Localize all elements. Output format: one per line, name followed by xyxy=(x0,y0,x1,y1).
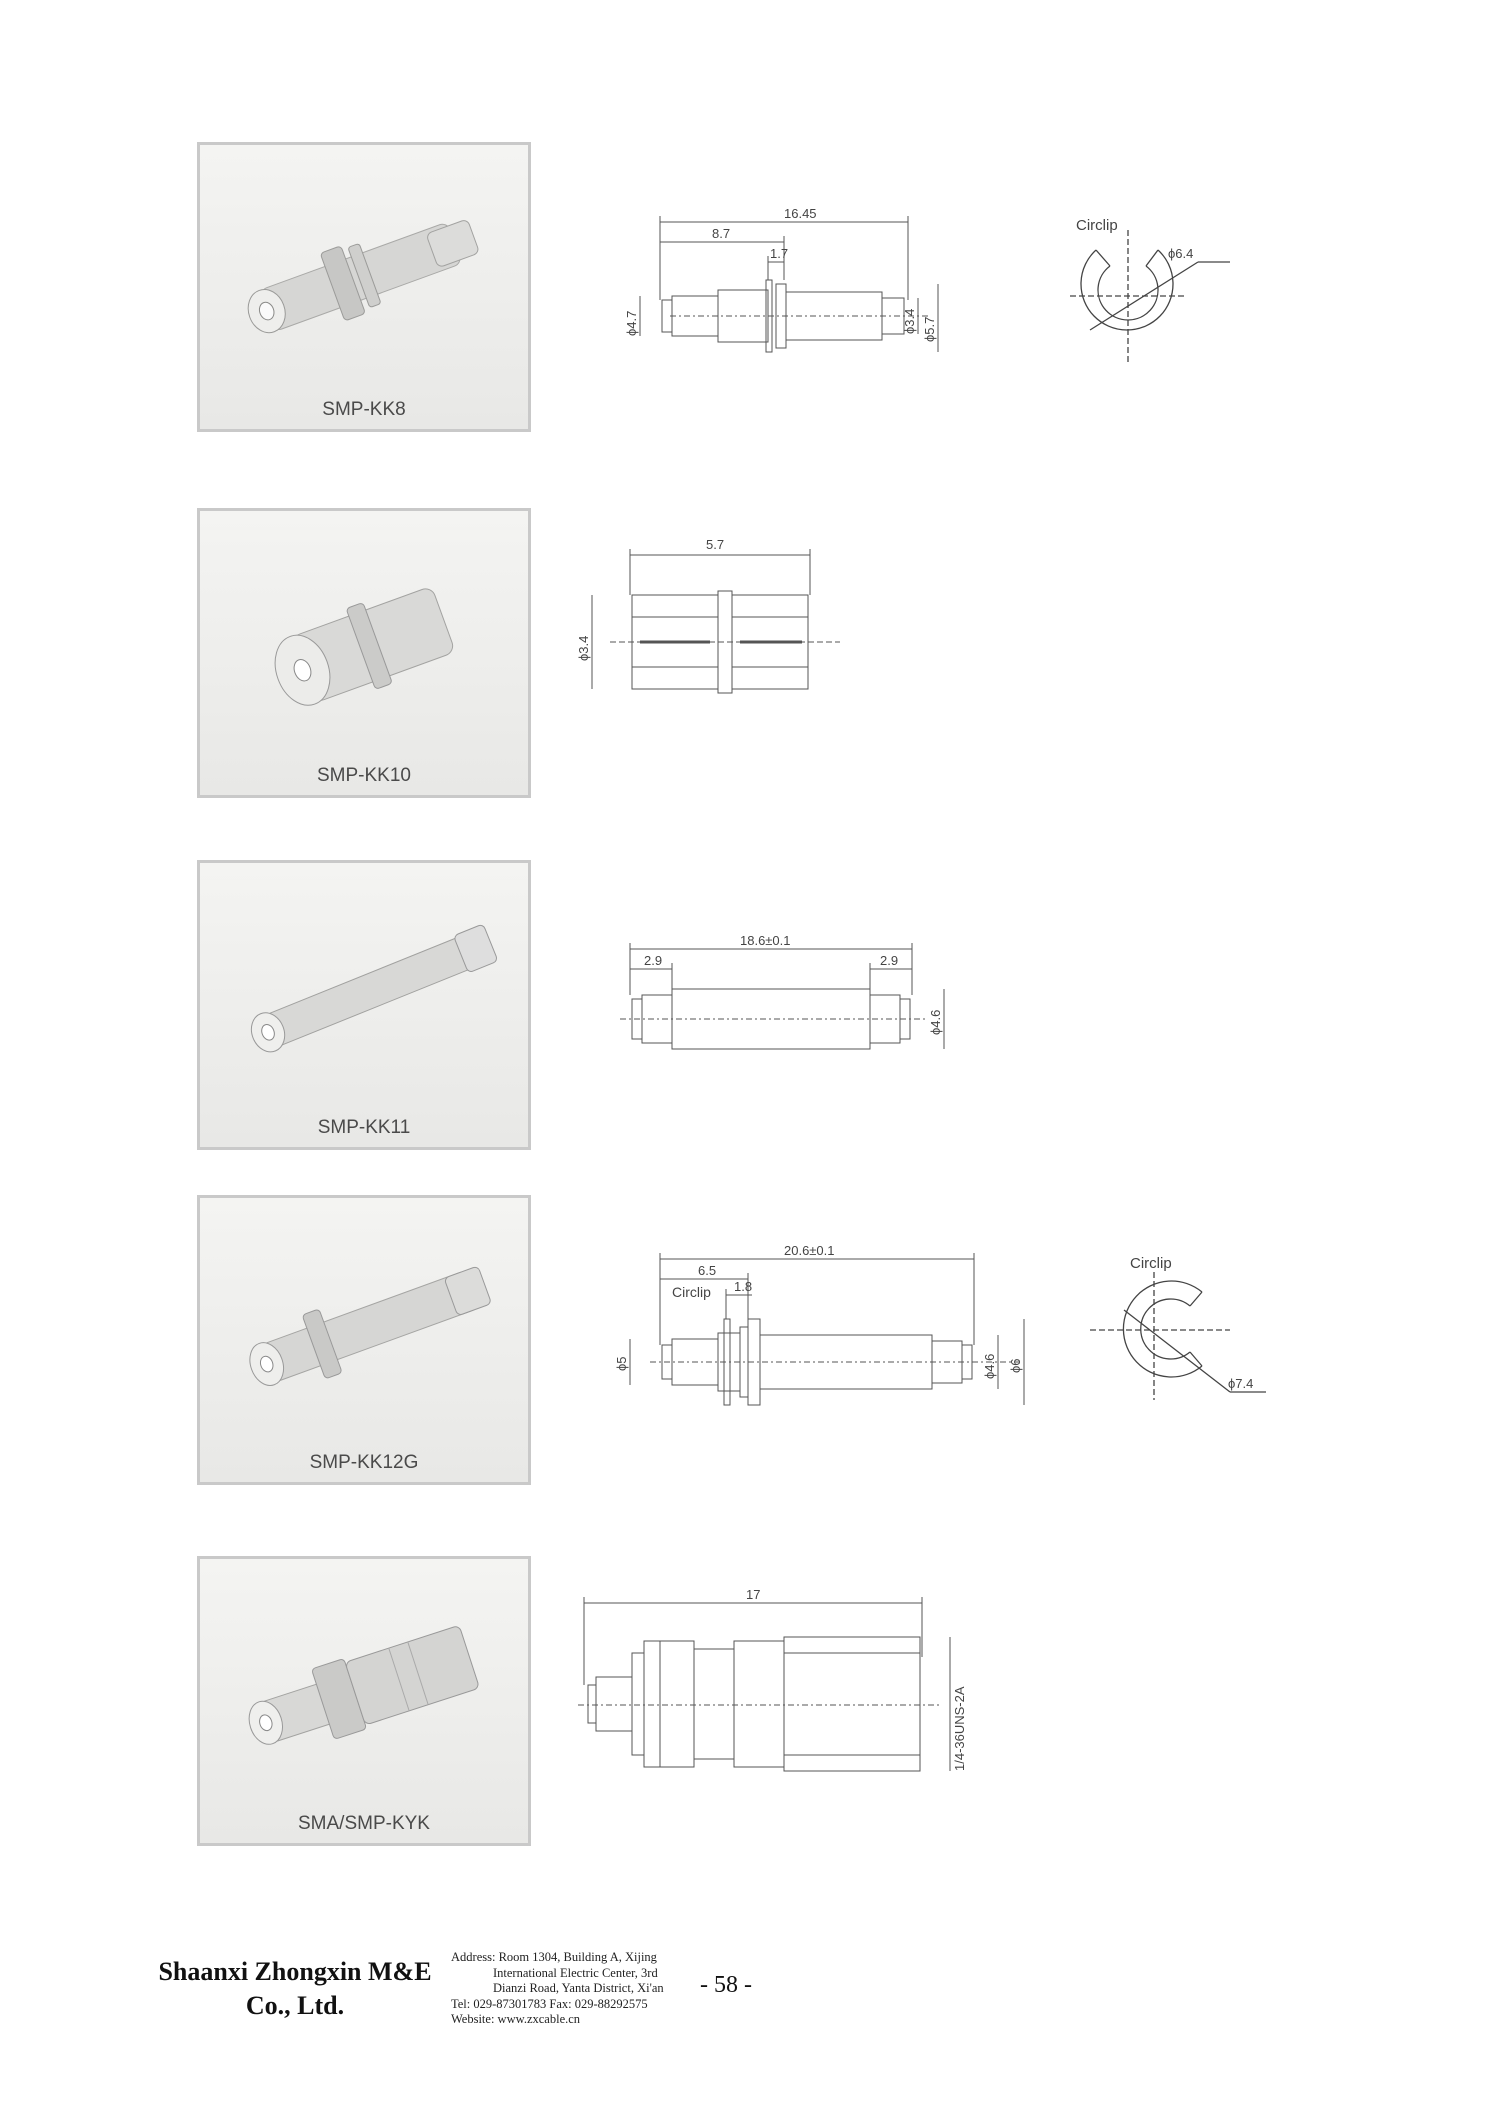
phone-fax: Tel: 029-87301783 Fax: 029-88292575 xyxy=(451,1996,648,2011)
drawing-smp-kk10: 5.7 ϕ3.4 xyxy=(570,535,860,710)
dim-dia-outer: ϕ6 xyxy=(1008,1358,1023,1373)
circlip-label: Circlip xyxy=(1130,1255,1172,1272)
product-photo-smp-kk8: SMP-KK8 xyxy=(197,142,531,432)
circlip-callout: Circlip xyxy=(672,1284,711,1300)
page-number: - 58 - xyxy=(700,1972,752,1998)
dim-right-dia-inner: ϕ3.4 xyxy=(902,309,917,334)
contact-block: Address: Room 1304, Building A, Xijing I… xyxy=(451,1950,691,2028)
connector-photo xyxy=(250,924,498,1053)
drawing-smp-kk12g: 20.6±0.1 6.5 1.8 Circlip ϕ5 ϕ4.6 ϕ6 xyxy=(600,1235,1040,1440)
drawing-sma-smp-kyk: 17 1/4-36UNS-2A xyxy=(570,1585,1010,1800)
circlip-dia: ϕ6.4 xyxy=(1168,246,1193,261)
product-label: SMP-KK11 xyxy=(317,1117,411,1138)
circlip-label: Circlip xyxy=(1076,217,1118,234)
dim-left-end: 2.9 xyxy=(644,953,662,968)
connector-photo xyxy=(247,220,479,334)
product-photo-sma-smp-kyk: SMA/SMP-KYK xyxy=(197,1556,531,1846)
company-name: Shaanxi Zhongxin M&E Co., Ltd. xyxy=(140,1955,450,2023)
product-photo-smp-kk11: SMP-KK11 xyxy=(197,860,531,1150)
website: Website: www.zxcable.cn xyxy=(451,2012,581,2026)
circlip-drawing-kk12g: Circlip ϕ7.4 xyxy=(1080,1250,1280,1435)
dim-dia: ϕ4.6 xyxy=(928,1010,943,1035)
dim-dia-inner: ϕ4.6 xyxy=(982,1354,997,1379)
product-label: SMP-KK10 xyxy=(317,765,411,786)
dim-left-length: 6.5 xyxy=(698,1263,716,1278)
connector-photo xyxy=(274,588,454,706)
dim-left-dia: ϕ5 xyxy=(614,1356,629,1371)
product-label: SMP-KK12G xyxy=(309,1452,419,1473)
dim-right-dia-outer: ϕ5.7 xyxy=(922,317,937,342)
company-line-2: Co., Ltd. xyxy=(245,1991,345,2020)
address-line-2: International Electric Center, 3rd xyxy=(493,1965,658,1980)
dim-dia: ϕ3.4 xyxy=(576,636,591,661)
dim-thread: 1/4-36UNS-2A xyxy=(952,1686,967,1771)
connector-photo xyxy=(248,1626,479,1745)
dim-left-length: 8.7 xyxy=(712,226,730,241)
dim-length: 5.7 xyxy=(706,537,724,552)
product-photo-smp-kk10: SMP-KK10 xyxy=(197,508,531,798)
dim-flange: 1.8 xyxy=(734,1279,752,1294)
dim-overall: 18.6±0.1 xyxy=(740,935,791,948)
address-line-3: Dianzi Road, Yanta District, Xi'an xyxy=(493,1981,664,1995)
connector-photo xyxy=(249,1266,491,1386)
product-label: SMA/SMP-KYK xyxy=(298,1813,430,1834)
dim-flange: 1.7 xyxy=(770,246,788,261)
product-label: SMP-KK8 xyxy=(322,399,406,420)
company-line-1: Shaanxi Zhongxin M&E xyxy=(158,1957,432,1986)
drawing-smp-kk8: 16.45 8.7 1.7 ϕ4.7 ϕ3.4 ϕ5.7 xyxy=(600,200,1020,385)
dim-left-dia: ϕ4.7 xyxy=(624,311,639,336)
drawing-smp-kk11: 18.6±0.1 2.9 2.9 ϕ4.6 xyxy=(610,933,970,1080)
address-line-1: Address: Room 1304, Building A, Xijing xyxy=(451,1950,657,1964)
dim-overall: 17 xyxy=(746,1587,760,1602)
dim-overall: 16.45 xyxy=(784,206,817,221)
dim-overall: 20.6±0.1 xyxy=(784,1243,835,1258)
circlip-drawing-kk8: Circlip ϕ6.4 xyxy=(1030,210,1230,385)
dim-right-end: 2.9 xyxy=(880,953,898,968)
product-photo-smp-kk12g: SMP-KK12G xyxy=(197,1195,531,1485)
circlip-dia: ϕ7.4 xyxy=(1228,1376,1253,1391)
